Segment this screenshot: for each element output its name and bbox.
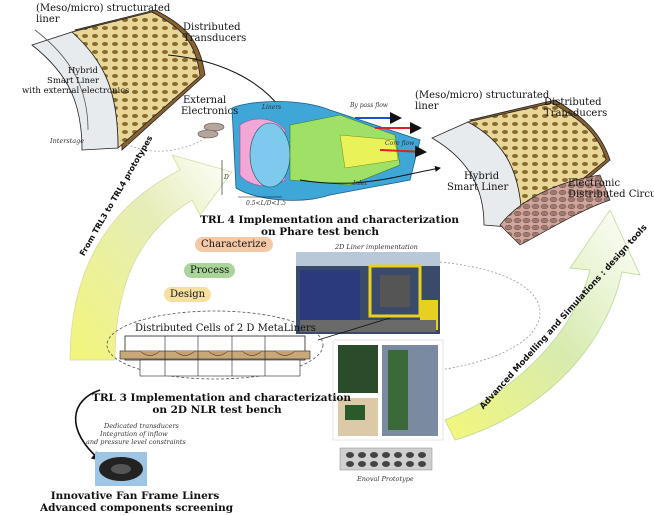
liner-right xyxy=(431,99,611,246)
liner-label-left: liner xyxy=(36,14,60,25)
liner-structured-label-left: (Meso/micro) structurated xyxy=(36,3,171,14)
trl4-title: TRL 4 Implementation and characterizatio… xyxy=(200,214,460,226)
dashed-link-photo xyxy=(419,261,541,373)
fan-frame-subtitle: Advanced components screening xyxy=(40,502,234,514)
external-electronics-desc: with external electronics xyxy=(22,86,130,96)
electronic-circuit-label-2: Distributed Circuit xyxy=(568,189,654,200)
external-electronics-label-2: Electronics xyxy=(181,106,239,117)
engine-bypass-label: By pass flow xyxy=(350,102,388,109)
liner-2d-impl-label: 2D Liner implementation xyxy=(335,243,418,251)
trl3-subtitle: on 2D NLR test bench xyxy=(152,404,282,416)
external-electronics-label: External xyxy=(183,95,227,106)
left-curved-arrow xyxy=(69,154,233,361)
dedicated-transducers-label: Dedicated transducers xyxy=(104,422,179,430)
metaliner-cells xyxy=(119,335,311,377)
engine-core-label: Core flow xyxy=(385,140,415,147)
distributed-cells-label: Distributed Cells of 2 D MetaLiners xyxy=(135,323,316,334)
smart-liner-label-right: Smart Liner xyxy=(447,182,509,193)
enoval-photo-collage xyxy=(332,339,444,471)
liner-top-left xyxy=(31,9,206,151)
liner-structured-label-right: (Meso/micro) structurated xyxy=(415,90,550,101)
trl3-to-fan-arrow xyxy=(74,389,102,462)
integration-inflow-label: Integration of inflow xyxy=(100,430,168,438)
distributed-transducers-label-left-2: Transducers xyxy=(183,33,247,44)
photo-2d-liner-bench xyxy=(296,252,440,334)
liner-label-right: liner xyxy=(415,101,439,112)
distributed-transducers-label-right: Distributed xyxy=(544,97,602,108)
trl3-title: TRL 3 Implementation and characterizatio… xyxy=(92,392,352,404)
metaliner-cells-ellipse xyxy=(106,310,324,380)
engine-liners-label: Liners xyxy=(262,104,282,111)
engine-inlet-label: Inlet xyxy=(353,180,368,187)
interstage-label: Interstage xyxy=(50,137,85,145)
distributed-transducers-label-left: Distributed xyxy=(183,22,241,33)
engine-to-liner-arrow xyxy=(299,165,441,184)
process-pill: Process xyxy=(184,263,236,278)
design-pill: Design xyxy=(164,287,212,302)
fan-frame-title: Innovative Fan Frame Liners xyxy=(50,490,220,502)
fan-frame-photo xyxy=(95,452,147,486)
enoval-label: Enoval Prototype xyxy=(357,475,414,483)
characterize-pill: Characterize xyxy=(195,237,273,252)
trl4-subtitle: on Phare test bench xyxy=(260,226,380,238)
engine-d-label: D xyxy=(224,174,229,181)
external-electronics-chips xyxy=(197,122,225,139)
distributed-transducers-label-right-2: Transducers xyxy=(544,108,608,119)
engine-cutaway xyxy=(221,101,427,201)
hybrid-label-right: Hybrid xyxy=(464,171,500,182)
pressure-constraints-label: and pressure level constraints xyxy=(86,438,186,446)
electronic-circuit-label: Electronic xyxy=(568,178,621,189)
engine-ld-label: 0.5<L/D<1.5 xyxy=(246,200,286,207)
hybrid-label-left: Hybrid xyxy=(68,66,98,76)
smart-liner-label-left: Smart Liner xyxy=(47,76,100,86)
right-curved-arrow xyxy=(444,209,641,441)
liner-to-engine-arrow xyxy=(167,54,283,111)
